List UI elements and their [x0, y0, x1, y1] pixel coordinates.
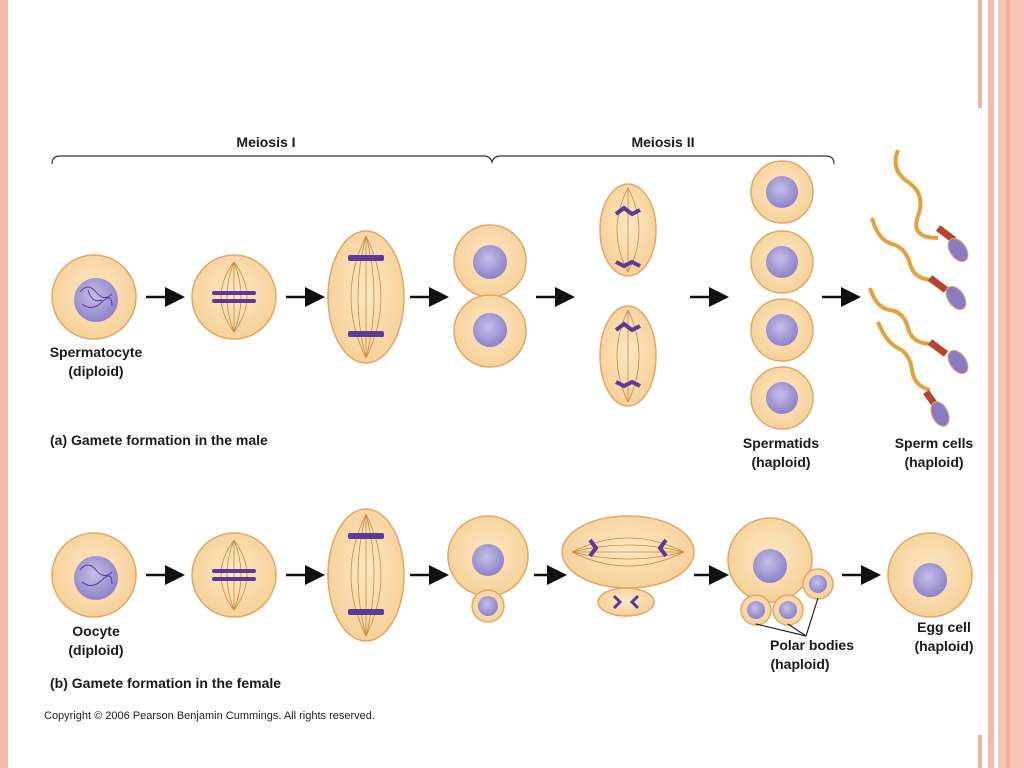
meiosis1-bracket	[51, 155, 501, 165]
polar-bodies-ploidy-label: (haploid)	[770, 656, 829, 672]
female-metaphase-1-cell	[191, 532, 277, 618]
sperm-cells-label: Sperm cells	[895, 435, 974, 451]
female-anaphase-1-cell	[327, 508, 405, 642]
male-metaphase-1-cell	[191, 254, 277, 340]
oocyte-cell	[51, 532, 137, 618]
spermatocyte-label: Spermatocyte	[50, 344, 143, 360]
meiosis2-label: Meiosis II	[631, 134, 694, 150]
oocyte-label: Oocyte	[72, 623, 120, 639]
spermatocyte-cell	[51, 254, 137, 340]
spermatocyte-ploidy-label: (diploid)	[68, 363, 123, 379]
oocyte-ploidy-label: (diploid)	[68, 642, 123, 658]
slide-frame-right-band	[988, 0, 994, 768]
meiosis2-bracket	[500, 155, 835, 165]
sperm-cells-ploidy-label: (haploid)	[904, 454, 963, 470]
egg-cell	[887, 532, 973, 618]
female-caption: (b) Gamete formation in the female	[50, 675, 281, 691]
male-caption: (a) Gamete formation in the male	[50, 432, 268, 448]
sperm-cells	[868, 149, 969, 427]
female-meiosis-2-cell	[561, 515, 695, 617]
slide-frame-right-border	[998, 0, 1024, 768]
copyright-notice: Copyright © 2006 Pearson Benjamin Cummin…	[44, 710, 375, 722]
male-anaphase-1-cell	[327, 230, 405, 364]
male-secondary-spermatocytes	[453, 224, 527, 368]
polar-bodies-label: Polar bodies	[770, 637, 854, 653]
slide-frame-right-stripe	[978, 0, 982, 108]
spermatids	[750, 160, 814, 430]
male-meiosis-2-cells	[599, 183, 657, 407]
polar-bodies-pointer-lines	[755, 597, 819, 637]
ootid-and-polar-bodies	[727, 517, 834, 626]
egg-cell-ploidy-label: (haploid)	[914, 638, 973, 654]
slide-frame-left	[0, 0, 8, 768]
secondary-oocyte-and-polar-body	[447, 515, 529, 623]
slide-frame-right-stripe-bottom	[978, 735, 982, 768]
slide-frame-right-line	[1006, 0, 1010, 768]
meiosis1-label: Meiosis I	[236, 134, 295, 150]
spermatids-ploidy-label: (haploid)	[751, 454, 810, 470]
spermatids-label: Spermatids	[743, 435, 819, 451]
egg-cell-label: Egg cell	[917, 619, 971, 635]
